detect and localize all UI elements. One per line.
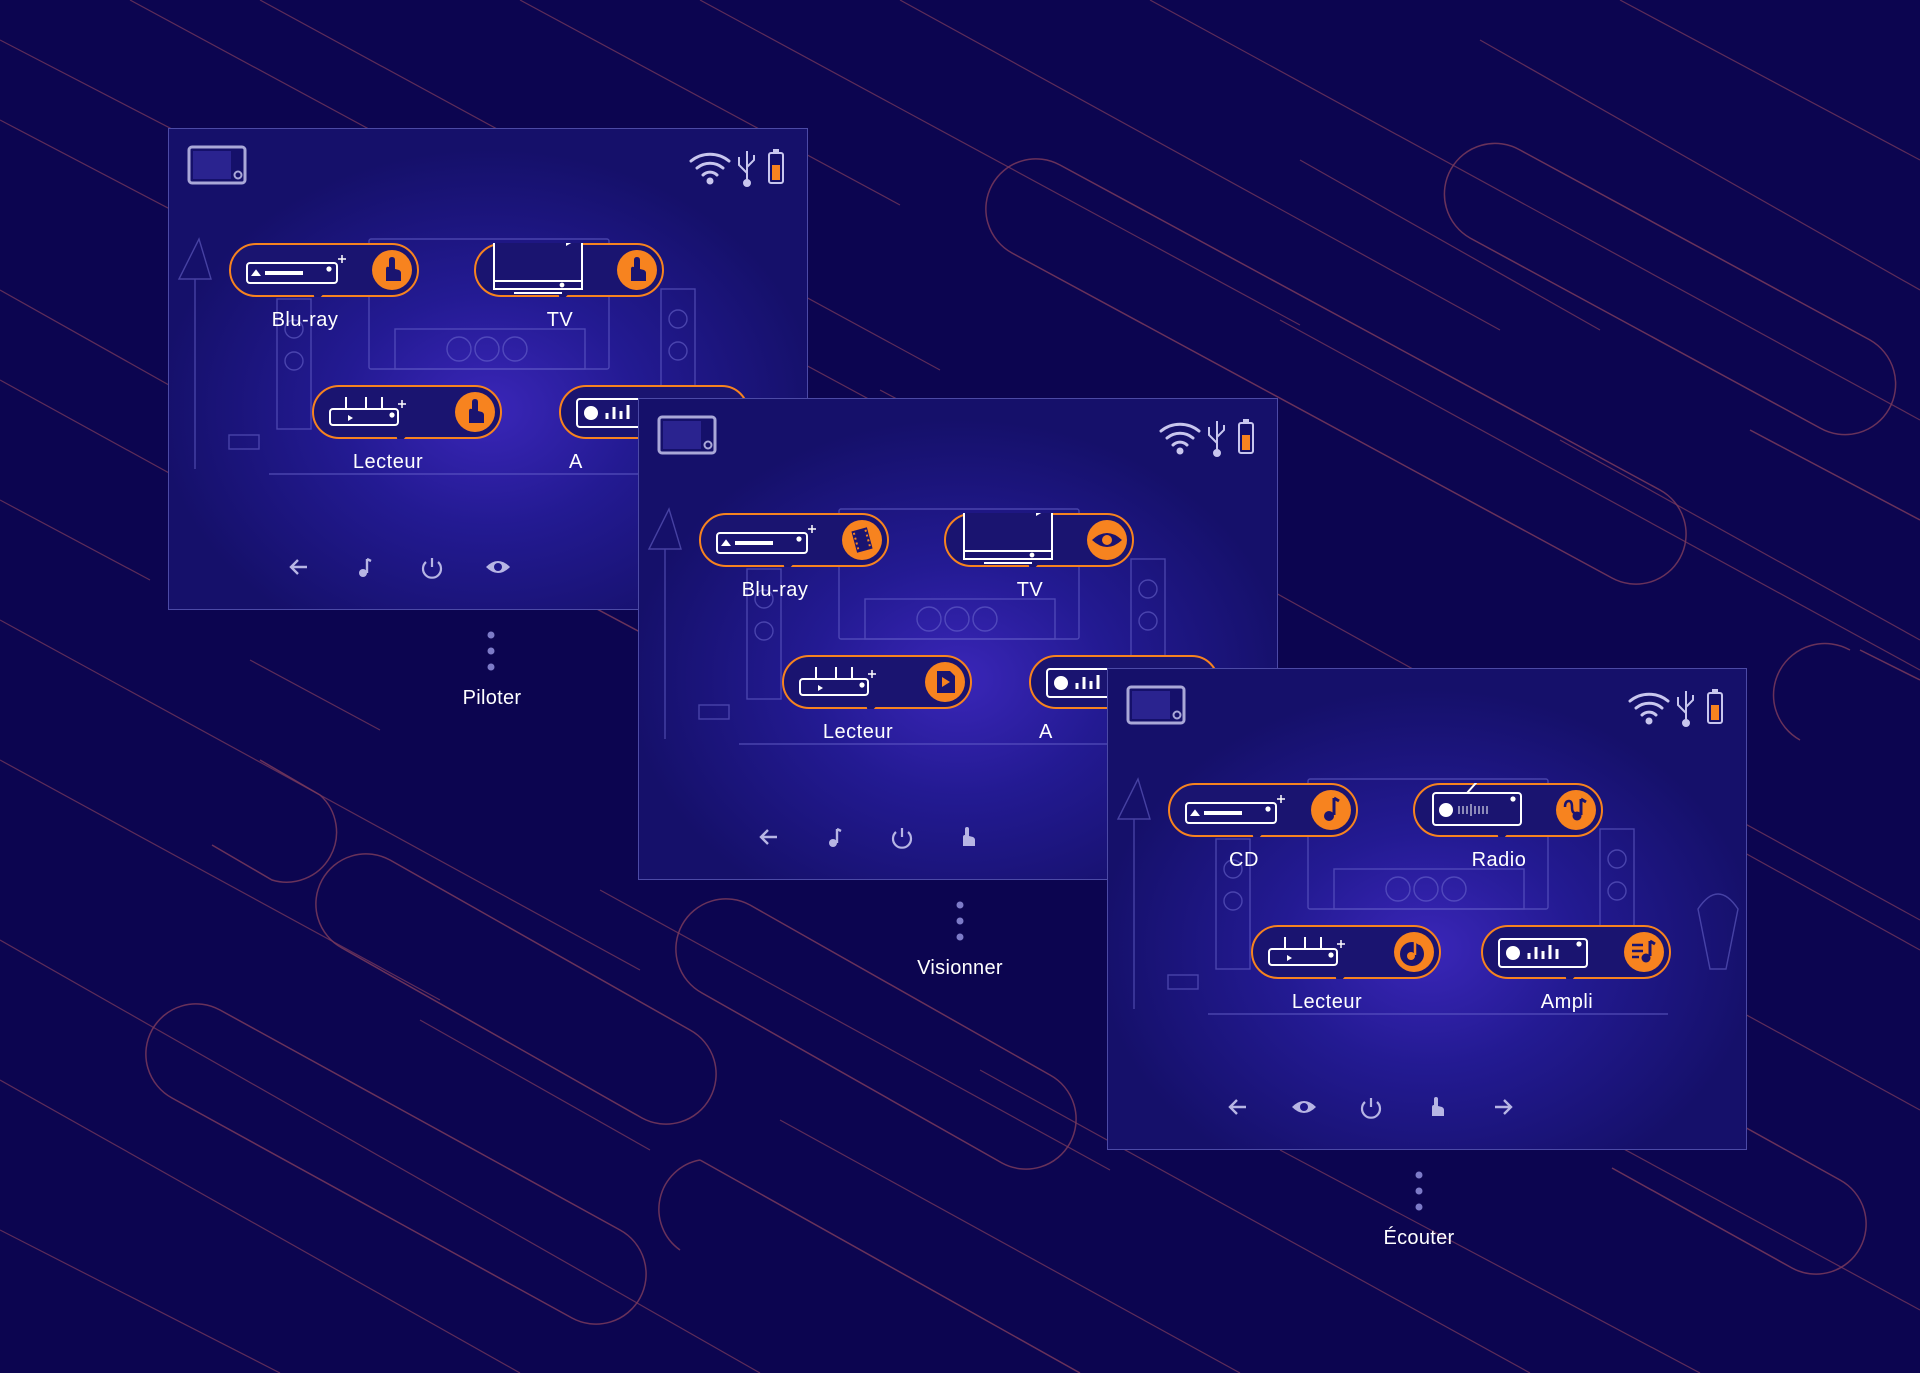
- cd-player-icon: [1185, 795, 1285, 824]
- device-label: Ampli: [1540, 991, 1594, 1013]
- device-lecteur[interactable]: Lecteur: [782, 655, 982, 755]
- device-label: Lecteur: [352, 451, 424, 473]
- device-pill: [1251, 925, 1441, 979]
- device-label: Blu-ray: [271, 309, 339, 331]
- power-icon[interactable]: [412, 547, 452, 587]
- back-arrow-icon[interactable]: [279, 547, 319, 587]
- navigation-bar: [639, 817, 1277, 857]
- usb-icon: [1677, 691, 1694, 727]
- device-pill: [312, 385, 502, 439]
- connector-dots: [956, 901, 964, 941]
- film-icon: [842, 520, 882, 560]
- back-arrow-icon[interactable]: [1218, 1087, 1258, 1127]
- device-label: Blu-ray: [741, 579, 809, 601]
- amplifier-icon: [1498, 938, 1588, 968]
- music-note-icon[interactable]: [345, 547, 385, 587]
- media-player-icon: [799, 667, 876, 696]
- device-pill: [1168, 783, 1358, 837]
- battery-icon: [768, 149, 784, 184]
- navigation-bar: [1108, 1087, 1746, 1127]
- device-label: Radio: [1471, 849, 1527, 871]
- amplifier-icon: [576, 398, 666, 428]
- bluray-player-icon: [716, 525, 816, 554]
- hand-pointer-icon[interactable]: [948, 817, 988, 857]
- device-lecteur[interactable]: Lecteur: [1251, 925, 1451, 1025]
- play-file-icon: [925, 662, 965, 702]
- tv-icon: [493, 243, 583, 294]
- device-pill: [699, 513, 889, 567]
- screen-ecouter: CD Radio: [1107, 668, 1747, 1150]
- usb-icon: [738, 151, 755, 187]
- device-ampli[interactable]: Ampli: [1481, 925, 1681, 1025]
- media-player-icon: [1268, 937, 1345, 966]
- device-label: CD: [1229, 849, 1259, 871]
- music-disc-icon: [1394, 932, 1434, 972]
- device-screen-icon: [187, 145, 247, 185]
- device-screen-icon: [657, 415, 717, 455]
- status-bar: [1159, 419, 1254, 457]
- device-label: TV: [546, 309, 574, 331]
- wifi-icon: [689, 152, 731, 185]
- power-icon[interactable]: [882, 817, 922, 857]
- wifi-icon: [1159, 422, 1201, 455]
- forward-arrow-icon[interactable]: [1483, 1087, 1523, 1127]
- device-label: TV: [1016, 579, 1044, 601]
- connector-dots: [487, 631, 495, 671]
- device-pill: [944, 513, 1134, 567]
- bluray-player-icon: [246, 255, 346, 284]
- media-player-icon: [329, 397, 406, 426]
- status-bar: [689, 149, 784, 187]
- caption-visionner: Visionner: [917, 957, 1003, 979]
- device-tv[interactable]: TV: [474, 243, 674, 343]
- eye-icon[interactable]: [1284, 1087, 1324, 1127]
- usb-icon: [1208, 421, 1225, 457]
- status-bar: [1628, 689, 1723, 727]
- device-screen-icon: [1126, 685, 1186, 725]
- device-bluray[interactable]: Blu-ray: [229, 243, 429, 343]
- radio-icon: [1432, 783, 1522, 826]
- eye-icon: [1087, 520, 1127, 560]
- caption-ecouter: Écouter: [1383, 1227, 1455, 1249]
- back-arrow-icon[interactable]: [749, 817, 789, 857]
- battery-icon: [1238, 419, 1254, 454]
- device-radio[interactable]: Radio: [1413, 783, 1613, 883]
- caption-piloter: Piloter: [462, 687, 522, 709]
- device-tv[interactable]: TV: [944, 513, 1144, 613]
- hand-pointer-icon: [372, 250, 412, 290]
- device-cd[interactable]: CD: [1168, 783, 1368, 883]
- hand-pointer-icon[interactable]: [1417, 1087, 1457, 1127]
- device-pill: [474, 243, 664, 297]
- room-illustration: [1116, 777, 1739, 1015]
- device-pill: [1413, 783, 1603, 837]
- device-label: A: [569, 451, 583, 473]
- device-lecteur[interactable]: Lecteur: [312, 385, 512, 485]
- tv-icon: [963, 513, 1053, 564]
- device-label: A: [1039, 721, 1053, 743]
- eye-icon[interactable]: [478, 547, 518, 587]
- device-label: Lecteur: [1291, 991, 1363, 1013]
- battery-icon: [1707, 689, 1723, 724]
- device-pill: [782, 655, 972, 709]
- hand-pointer-icon: [455, 392, 495, 432]
- device-bluray[interactable]: Blu-ray: [699, 513, 899, 613]
- music-note-icon[interactable]: [815, 817, 855, 857]
- music-note-icon: [1311, 790, 1351, 830]
- radio-wave-icon: [1556, 790, 1596, 830]
- navigation-bar: [169, 547, 807, 587]
- hand-pointer-icon: [617, 250, 657, 290]
- wifi-icon: [1628, 692, 1670, 725]
- device-pill: [1481, 925, 1671, 979]
- device-pill: [229, 243, 419, 297]
- connector-dots: [1415, 1171, 1423, 1211]
- power-icon[interactable]: [1351, 1087, 1391, 1127]
- device-label: Lecteur: [822, 721, 894, 743]
- playlist-icon: [1624, 932, 1664, 972]
- screen-visionner: Blu-ray TV: [638, 398, 1278, 880]
